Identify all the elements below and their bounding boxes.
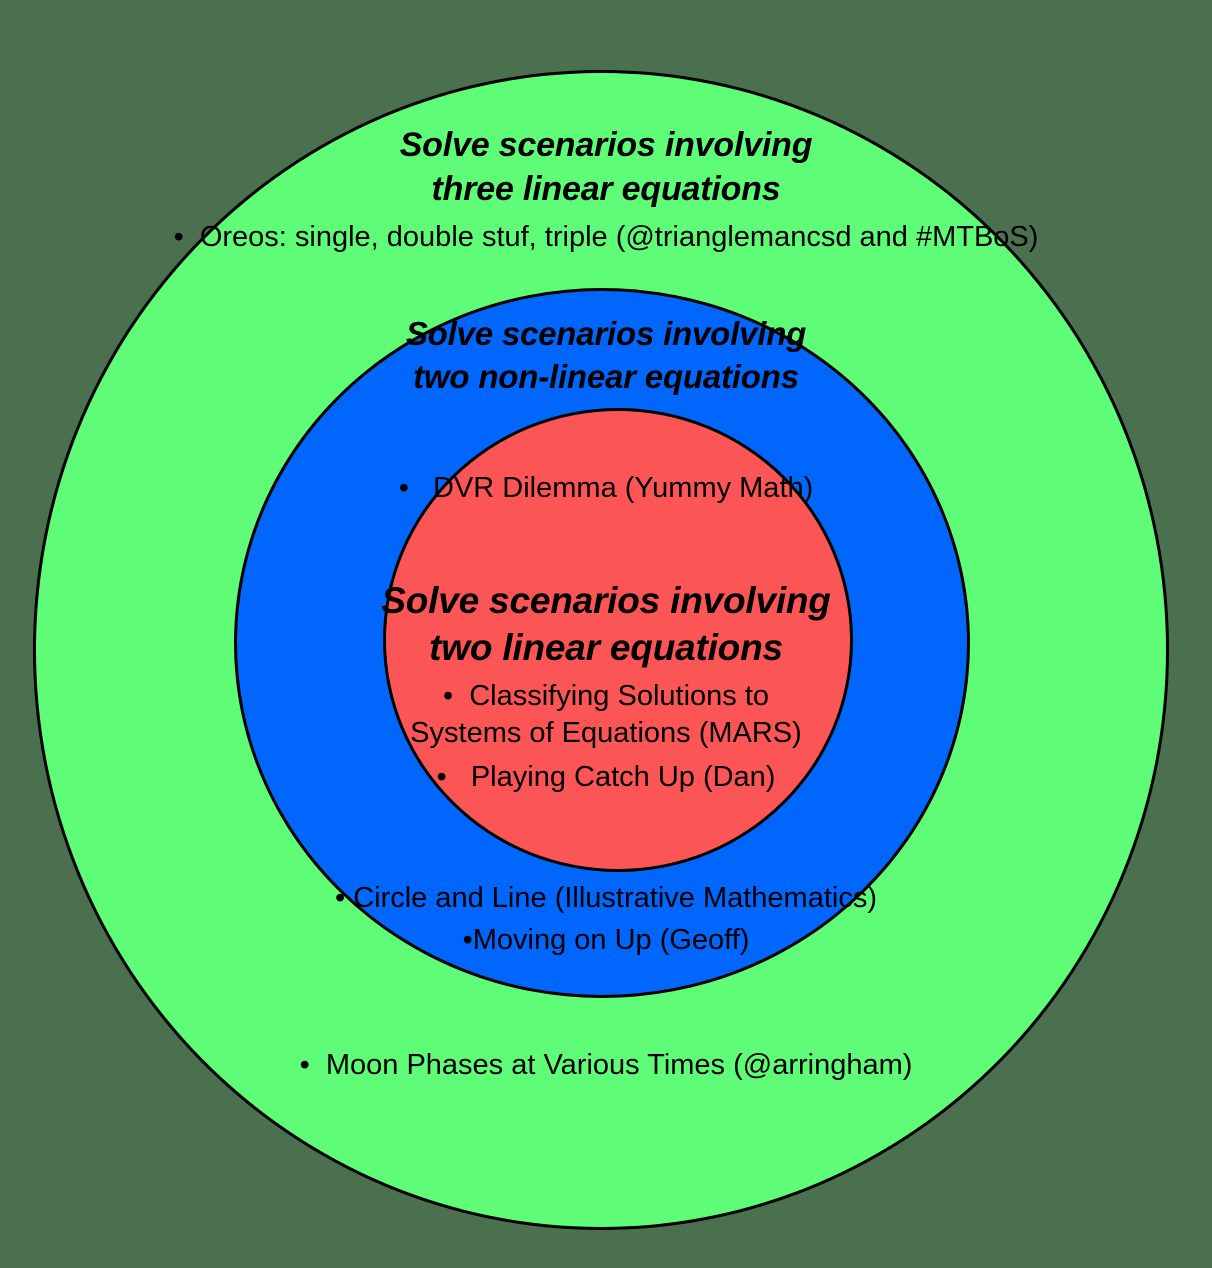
inner-circle-title: Solve scenarios involving two linear equ… — [0, 578, 1212, 671]
middle-bullet-circle-and-line: • Circle and Line (Illustrative Mathemat… — [334, 882, 877, 914]
middle-bullet-dvr-dilemma: • DVR Dilemma (Yummy Math) — [398, 472, 814, 504]
outer-bullet-oreos: • Oreos: single, double stuf, triple (@t… — [173, 221, 1039, 253]
outer-title-line-2: three linear equations — [431, 169, 781, 208]
middle-bullet-moving-on-up: •Moving on Up (Geoff) — [462, 924, 750, 956]
outer-bullet-moon-phases: • Moon Phases at Various Times (@arringh… — [299, 1049, 913, 1081]
middle-circle-title: Solve scenarios involving two non-linear… — [0, 313, 1212, 399]
inner-bullet-classifying-solutions: • Classifying Solutions to Systems of Eq… — [410, 680, 802, 750]
inner-title-line-2: two linear equations — [429, 626, 783, 668]
outer-title-line-1: Solve scenarios involving — [399, 126, 813, 164]
middle-title-line-1: Solve scenarios involving — [405, 315, 807, 352]
inner-circle-red — [383, 408, 853, 872]
inner-bullet-playing-catch-up: • Playing Catch Up (Dan) — [436, 761, 776, 793]
outer-circle-title: Solve scenarios involving three linear e… — [0, 124, 1212, 211]
inner-title-line-1: Solve scenarios involving — [381, 580, 831, 621]
middle-title-line-2: two non-linear equations — [413, 357, 799, 395]
